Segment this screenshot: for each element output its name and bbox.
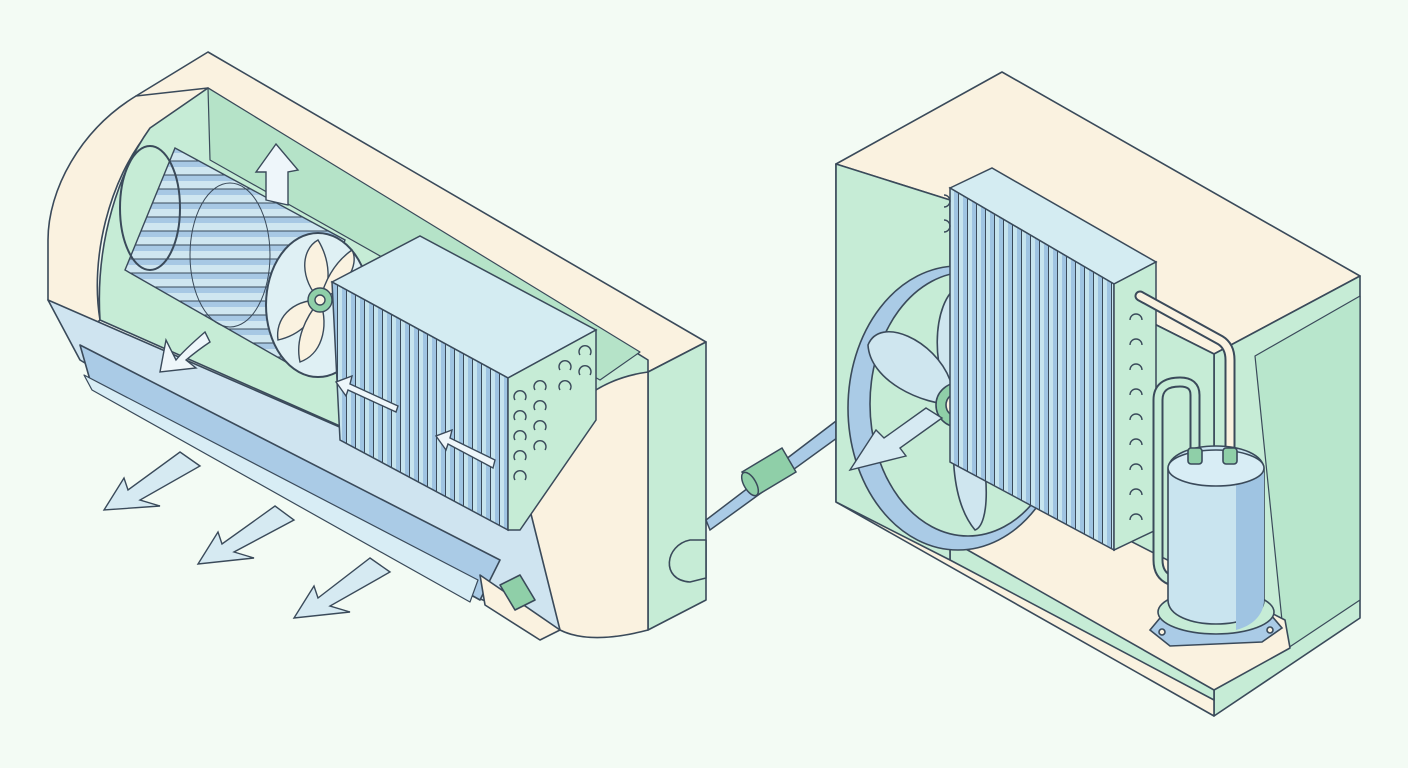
indoor-fan	[276, 239, 355, 363]
refrigerant-line	[705, 416, 850, 532]
evaporator-tube-returns	[513, 345, 592, 481]
compressor-port	[1187, 447, 1203, 465]
tube-return	[513, 390, 527, 401]
tube-return	[1129, 488, 1143, 496]
tube-return	[558, 360, 572, 371]
air-out-arrows	[102, 451, 392, 619]
indoor-fan-hub-center	[314, 294, 326, 306]
compressor-shade	[1236, 452, 1264, 630]
tube-return	[533, 440, 547, 451]
tube-return	[513, 430, 527, 441]
tube-return	[1129, 363, 1143, 371]
condenser-tube-returns	[943, 194, 1143, 521]
suction-pipe-fill	[1154, 378, 1199, 584]
tube-return	[533, 380, 547, 391]
airflow-up-arrow	[254, 142, 300, 206]
indoor-airflow-arrows	[159, 142, 496, 470]
tube-return	[533, 400, 547, 411]
tube-return	[1129, 313, 1143, 321]
blower-wheel-mid-rim	[189, 182, 271, 328]
evaporator-coil	[330, 235, 598, 532]
tube-return	[1129, 438, 1143, 446]
tube-return	[1129, 388, 1143, 396]
compressor	[1148, 445, 1284, 647]
indoor-badge	[499, 574, 536, 611]
tube-return	[943, 194, 951, 208]
outdoor-fan-blade	[867, 331, 960, 406]
mount-bolt	[1158, 628, 1166, 636]
tube-return	[513, 450, 527, 461]
indoor-louver	[83, 374, 479, 603]
tube-return	[1129, 413, 1143, 421]
compressor-piping	[1134, 290, 1236, 586]
outdoor-airflow-arrow	[848, 407, 944, 472]
tube-return	[558, 380, 572, 391]
blower-wheel-left-rim	[119, 145, 181, 271]
indoor-fan-blade	[298, 298, 325, 363]
indoor-hose-port	[668, 539, 707, 583]
refrigerant-line-coupling-end	[740, 471, 760, 497]
compressor-top	[1167, 449, 1265, 487]
indoor-right-end	[647, 341, 707, 631]
air-out-arrow	[292, 557, 392, 619]
airflow-left-arrow	[434, 428, 496, 470]
tube-return	[1129, 513, 1143, 521]
compressor-port	[1222, 447, 1238, 465]
tube-return	[513, 410, 527, 421]
mount-bolt	[1266, 626, 1274, 634]
air-out-arrow	[102, 451, 202, 511]
outdoor-right-panel	[1254, 295, 1361, 651]
tube-return	[1129, 463, 1143, 471]
tube-return	[578, 365, 592, 376]
evaporator-coil-side	[507, 328, 597, 531]
condenser-coil	[948, 167, 1158, 552]
tube-return	[943, 219, 951, 233]
tube-return	[1129, 338, 1143, 346]
airflow-left-arrow	[334, 374, 399, 413]
tube-return	[513, 470, 527, 481]
air-out-arrow	[196, 505, 296, 565]
tube-return	[533, 420, 547, 431]
tube-return	[578, 345, 592, 356]
discharge-pipe-fill	[1136, 292, 1234, 454]
airflow-curve-arrow	[159, 330, 211, 373]
